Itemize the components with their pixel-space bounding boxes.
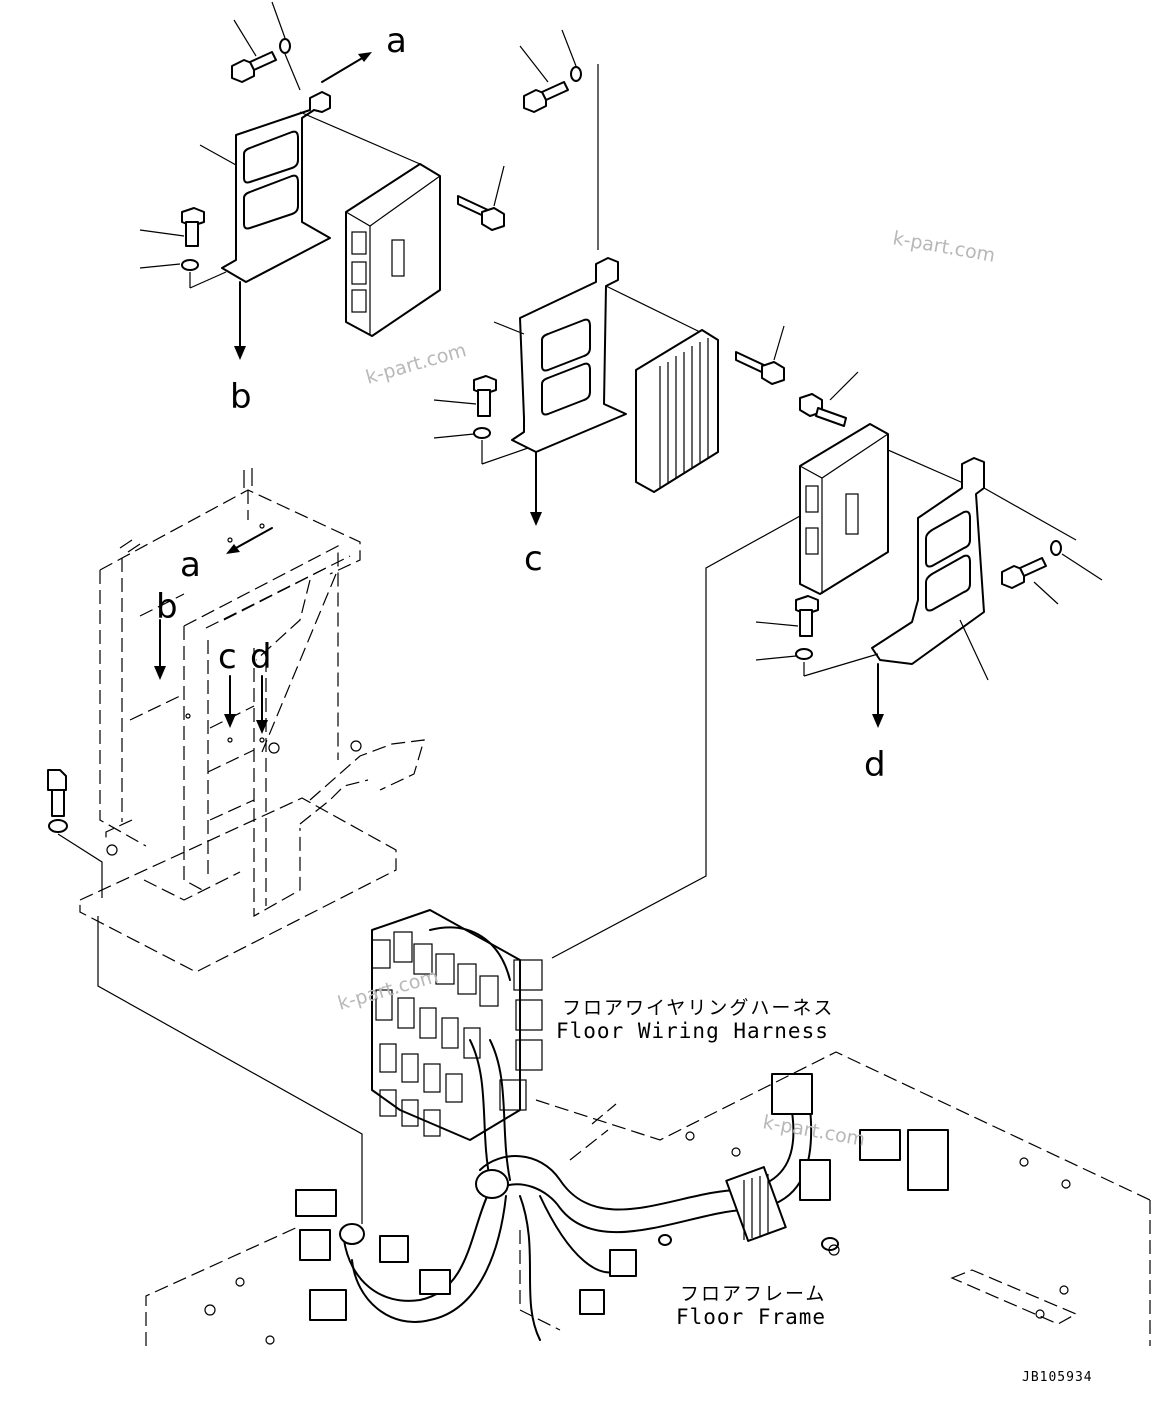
callout-a-frame: a xyxy=(180,545,201,585)
frame-structure xyxy=(47,468,425,1224)
callout-d-frame: d xyxy=(250,637,272,677)
washer-icon xyxy=(48,819,68,833)
washer-icon xyxy=(279,38,291,54)
watermark-logo: k-part.com xyxy=(891,227,997,267)
flange-bolt-icon xyxy=(457,195,505,231)
watermark-logo: k-part.com xyxy=(363,339,469,389)
bracket-assembly-b xyxy=(139,1,505,360)
washer-icon xyxy=(570,66,582,82)
watermark-logo: k-part.com xyxy=(761,1111,867,1151)
bolt-icon xyxy=(231,51,277,83)
wiring-harness xyxy=(295,909,949,1341)
washer-icon xyxy=(473,427,491,439)
callout-a-top: a xyxy=(386,21,407,61)
callout-c-frame: c xyxy=(218,637,237,677)
floor-frame-label-en: Floor Frame xyxy=(676,1305,826,1329)
washer-icon xyxy=(1050,540,1062,556)
washer-icon xyxy=(795,648,813,660)
bracket-assembly-d xyxy=(755,423,1103,728)
drawing-code: JB105934 xyxy=(1022,1370,1093,1385)
washer-icon xyxy=(181,259,199,271)
floor-frame-label-jp: フロアフレーム xyxy=(680,1283,826,1305)
callout-c-top: c xyxy=(524,539,543,579)
floor-harness-label-en: Floor Wiring Harness xyxy=(556,1019,829,1043)
callout-d-top: d xyxy=(864,745,886,785)
callout-b-frame: b xyxy=(156,587,178,627)
floor-harness-label-jp: フロアワイヤリングハーネス xyxy=(562,997,834,1019)
bracket-assembly-c xyxy=(433,29,859,526)
callout-b-top: b xyxy=(230,377,252,417)
floor-frame xyxy=(145,1051,1151,1346)
watermark-logo: k-part.com xyxy=(335,965,441,1015)
